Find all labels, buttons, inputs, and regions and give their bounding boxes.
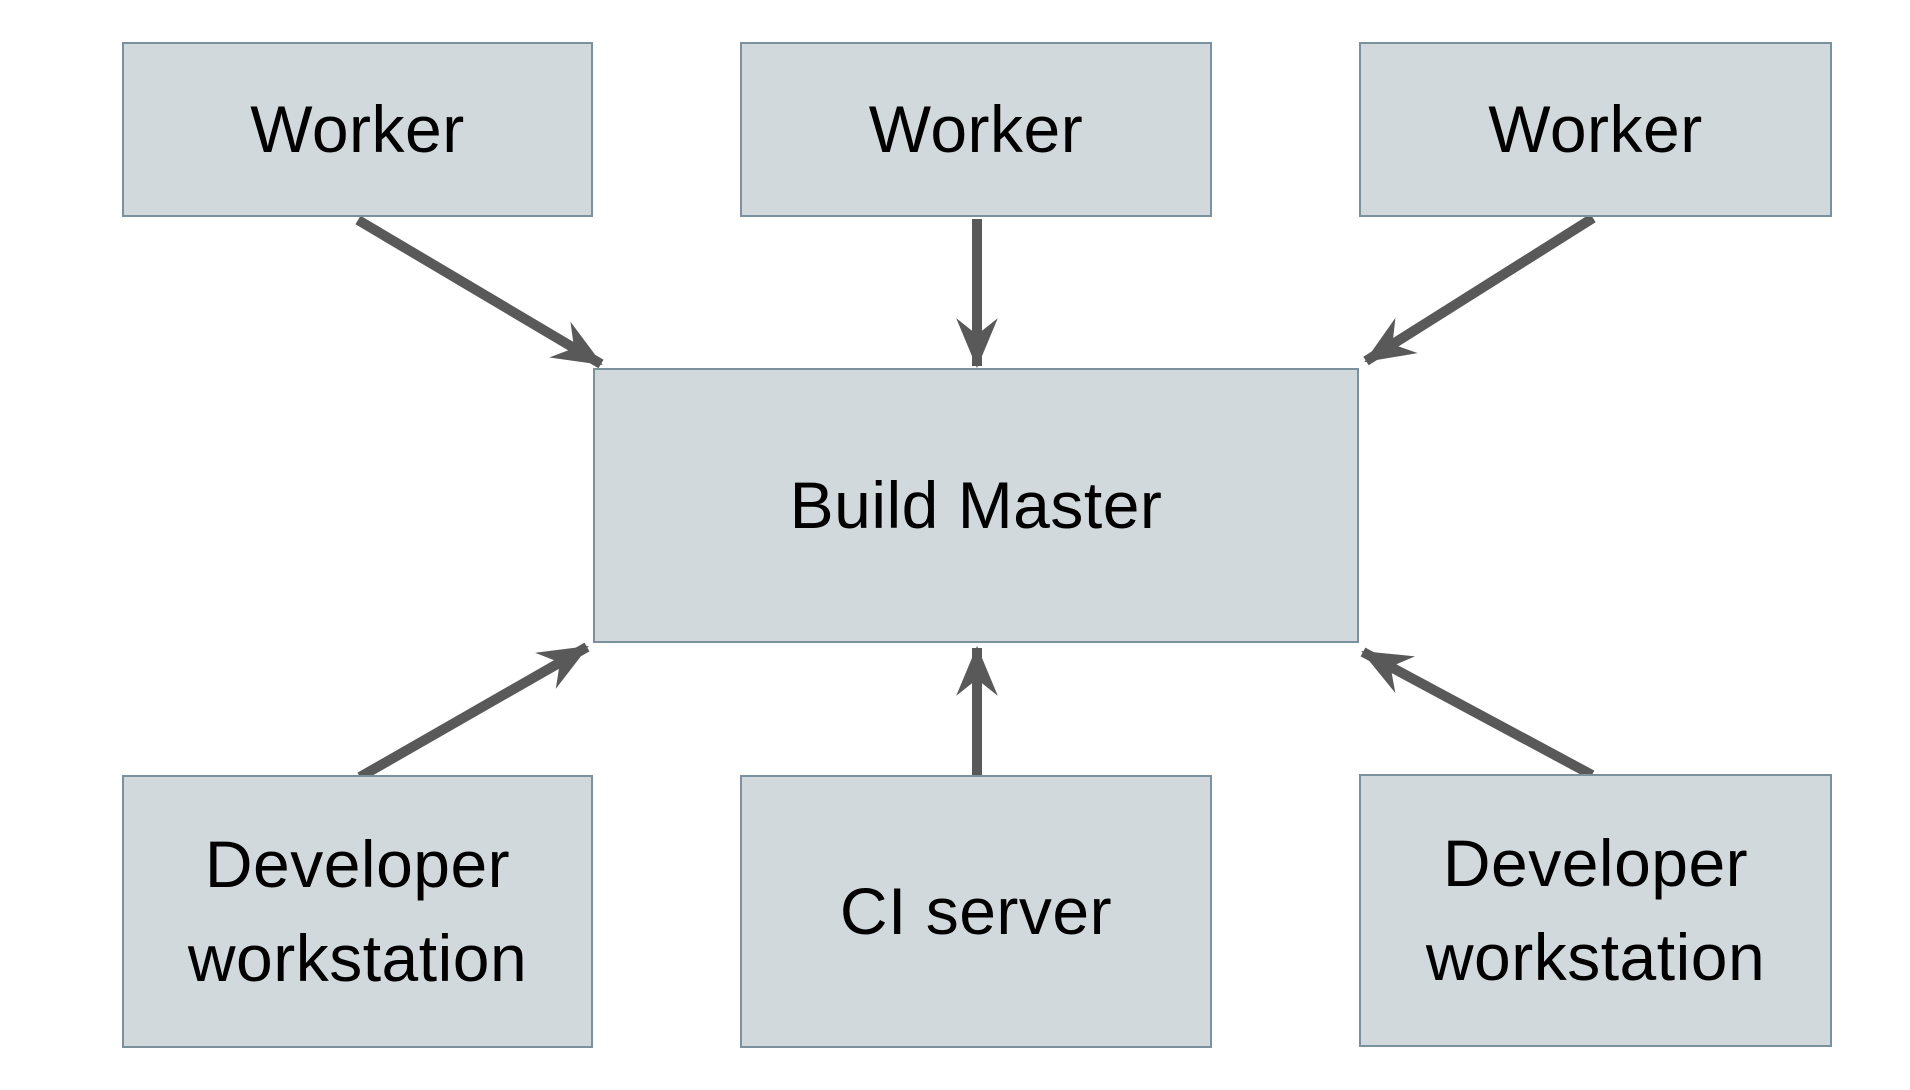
- edge-worker-3-to-build-master: [1363, 213, 1596, 366]
- ci-server-node: CI server: [740, 775, 1212, 1048]
- node-label: Developer workstation: [187, 826, 528, 995]
- worker-2-node: Worker: [740, 42, 1212, 217]
- node-label: Worker: [250, 91, 465, 166]
- worker-3-node: Worker: [1359, 42, 1832, 217]
- node-label: Build Master: [789, 467, 1163, 542]
- edge-developer-workstation-1-to-build-master: [357, 642, 590, 782]
- edge-developer-workstation-2-to-build-master: [1360, 647, 1595, 780]
- node-label: Worker: [868, 91, 1084, 166]
- node-label: Worker: [1488, 91, 1703, 166]
- worker-1-node: Worker: [122, 42, 593, 217]
- node-label: Developer workstation: [1425, 825, 1766, 994]
- build-master-node: Build Master: [593, 368, 1359, 643]
- edge-worker-1-to-build-master: [355, 215, 604, 369]
- developer-workstation-1-node: Developer workstation: [122, 775, 593, 1048]
- developer-workstation-2-node: Developer workstation: [1359, 774, 1832, 1047]
- node-label: CI server: [839, 873, 1113, 948]
